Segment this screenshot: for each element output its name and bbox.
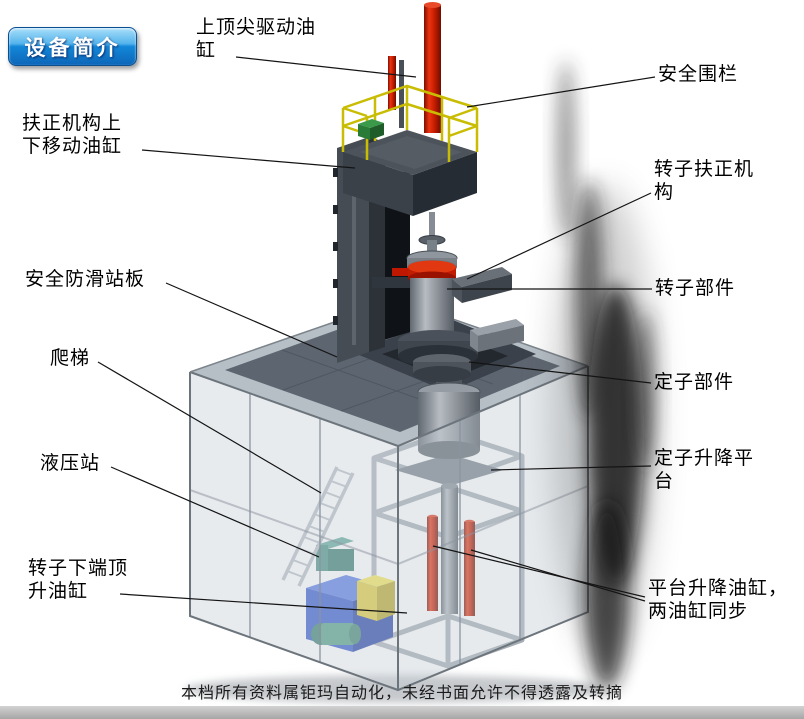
- footer-copyright: 本档所有资料属钜玛自动化，未经书面允许不得透露及转摘: [180, 685, 623, 702]
- leader-rotor-bottom-jack: [119, 593, 408, 614]
- head-assembly: [343, 130, 477, 216]
- label-top-spindle-cylinder: 上顶尖驱动油 缸: [196, 17, 317, 61]
- label-stator-lift-platform: 定子升降平 台: [654, 448, 755, 492]
- leader-centering-move-cylinder: [141, 149, 356, 169]
- pump-assembly: [316, 537, 354, 571]
- leader-hydraulic-station: [110, 466, 320, 558]
- leader-rotor-centering-mechanism: [466, 192, 652, 280]
- ink-smudge: [552, 60, 656, 690]
- label-ladder: 爬梯: [50, 348, 91, 369]
- label-antislip-platform: 安全防滑站板: [25, 269, 146, 290]
- enclosure-walls: [189, 299, 589, 692]
- leader-lines: [97, 56, 656, 614]
- platform-lift-cylinders: [427, 514, 475, 616]
- bottom-strip: [0, 706, 804, 719]
- label-rotor-bottom-jack-cylinder: 转子下端顶 升油缸: [28, 558, 129, 602]
- control-box: [358, 119, 384, 140]
- leader-stator-lift-platform: [490, 465, 652, 471]
- leader-safety-fence: [466, 76, 656, 108]
- leader-ladder: [97, 361, 322, 494]
- safety-railing: [341, 84, 479, 162]
- leader-antislip-platform: [165, 282, 338, 358]
- leader-platform-cyl-1: [432, 545, 646, 598]
- access-ladder: [281, 466, 355, 587]
- label-platform-lift-cylinders: 平台升降油缸， 两油缸同步: [648, 578, 789, 622]
- rotor-assembly: [372, 212, 524, 382]
- label-rotor-centering-mechanism: 转子扶正机 构: [654, 159, 755, 203]
- stator-assembly: [395, 368, 503, 486]
- top-drive-cylinder: [388, 2, 441, 133]
- label-hydraulic-station: 液压站: [40, 453, 101, 474]
- label-safety-fence: 安全围栏: [658, 64, 739, 85]
- title-badge-label: 设备简介: [24, 36, 121, 60]
- label-stator-parts: 定子部件: [654, 372, 735, 393]
- leader-top-spindle-cylinder: [235, 56, 417, 78]
- label-rotor-parts: 转子部件: [655, 278, 736, 299]
- title-badge: 设备简介: [8, 27, 137, 66]
- leader-stator-parts: [468, 361, 652, 384]
- label-centering-move-cylinder: 扶正机构上 下移动油缸: [22, 113, 123, 157]
- leader-platform-cyl-2: [470, 549, 646, 602]
